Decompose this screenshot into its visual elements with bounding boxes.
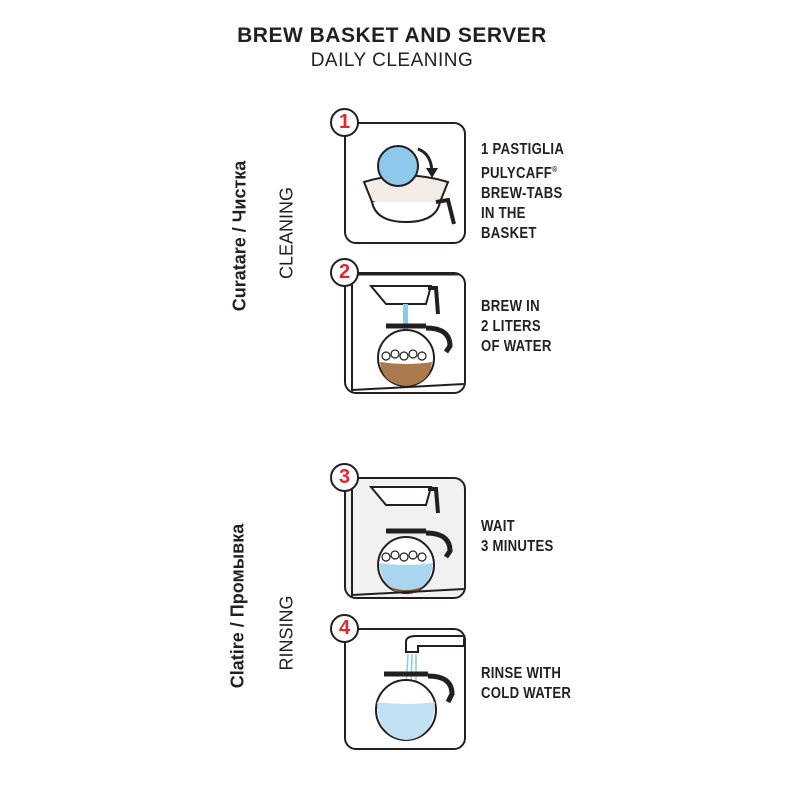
section-cleaning-local-label: Curatare / Чистка <box>229 160 250 312</box>
instruction-line: WAIT <box>481 518 515 535</box>
step-1: 1 <box>330 108 466 244</box>
section-cleaning-label: CLEANING <box>276 186 297 280</box>
instruction-line: 2 LITERS <box>481 318 541 335</box>
step-3: 3 <box>330 463 466 599</box>
step-number-badge: 4 <box>330 614 359 643</box>
step-1-illustration <box>344 122 466 244</box>
instruction-line: PULYCAFF® <box>481 165 558 183</box>
section-rinsing-local-label: Clatire / Промывка <box>227 523 248 689</box>
section-rinsing-label: RINSING <box>276 595 297 671</box>
step-3-instructions: WAIT 3 MINUTES <box>481 517 554 557</box>
step-4: 4 <box>330 614 466 750</box>
instruction-line: BASKET <box>481 225 537 243</box>
step-2-illustration <box>344 272 466 394</box>
rinsing-server-icon <box>375 635 464 741</box>
step-4-instructions: RINSE WITH COLD WATER <box>481 664 571 704</box>
step-number-badge: 2 <box>330 258 359 287</box>
instruction-line: OF WATER <box>481 338 552 355</box>
instruction-line: 3 MINUTES <box>481 538 554 555</box>
page-title: BREW BASKET AND SERVER <box>237 24 547 47</box>
page-subtitle: DAILY CLEANING <box>310 50 474 71</box>
instruction-line: BREW-TABS <box>481 185 563 203</box>
step-2: 2 <box>330 258 466 394</box>
step-3-illustration <box>344 477 466 599</box>
step-number-badge: 3 <box>330 463 359 492</box>
instruction-line: RINSE WITH <box>481 665 562 682</box>
instruction-line: 1 PASTIGLIA <box>481 141 565 158</box>
waiting-server-icon <box>351 479 464 597</box>
instruction-line: IN THE <box>481 205 526 223</box>
instruction-line: BREW IN <box>481 298 540 315</box>
step-number-badge: 1 <box>330 108 359 137</box>
step-4-illustration <box>344 628 466 750</box>
step-2-instructions: BREW IN 2 LITERS OF WATER <box>481 297 552 357</box>
brewing-server-icon <box>346 274 464 392</box>
brew-basket-tablet-icon <box>362 145 456 225</box>
instruction-line: COLD WATER <box>481 685 572 702</box>
step-1-instructions: 1 PASTIGLIA PULYCAFF® BREW-TABS IN THE B… <box>481 140 564 244</box>
